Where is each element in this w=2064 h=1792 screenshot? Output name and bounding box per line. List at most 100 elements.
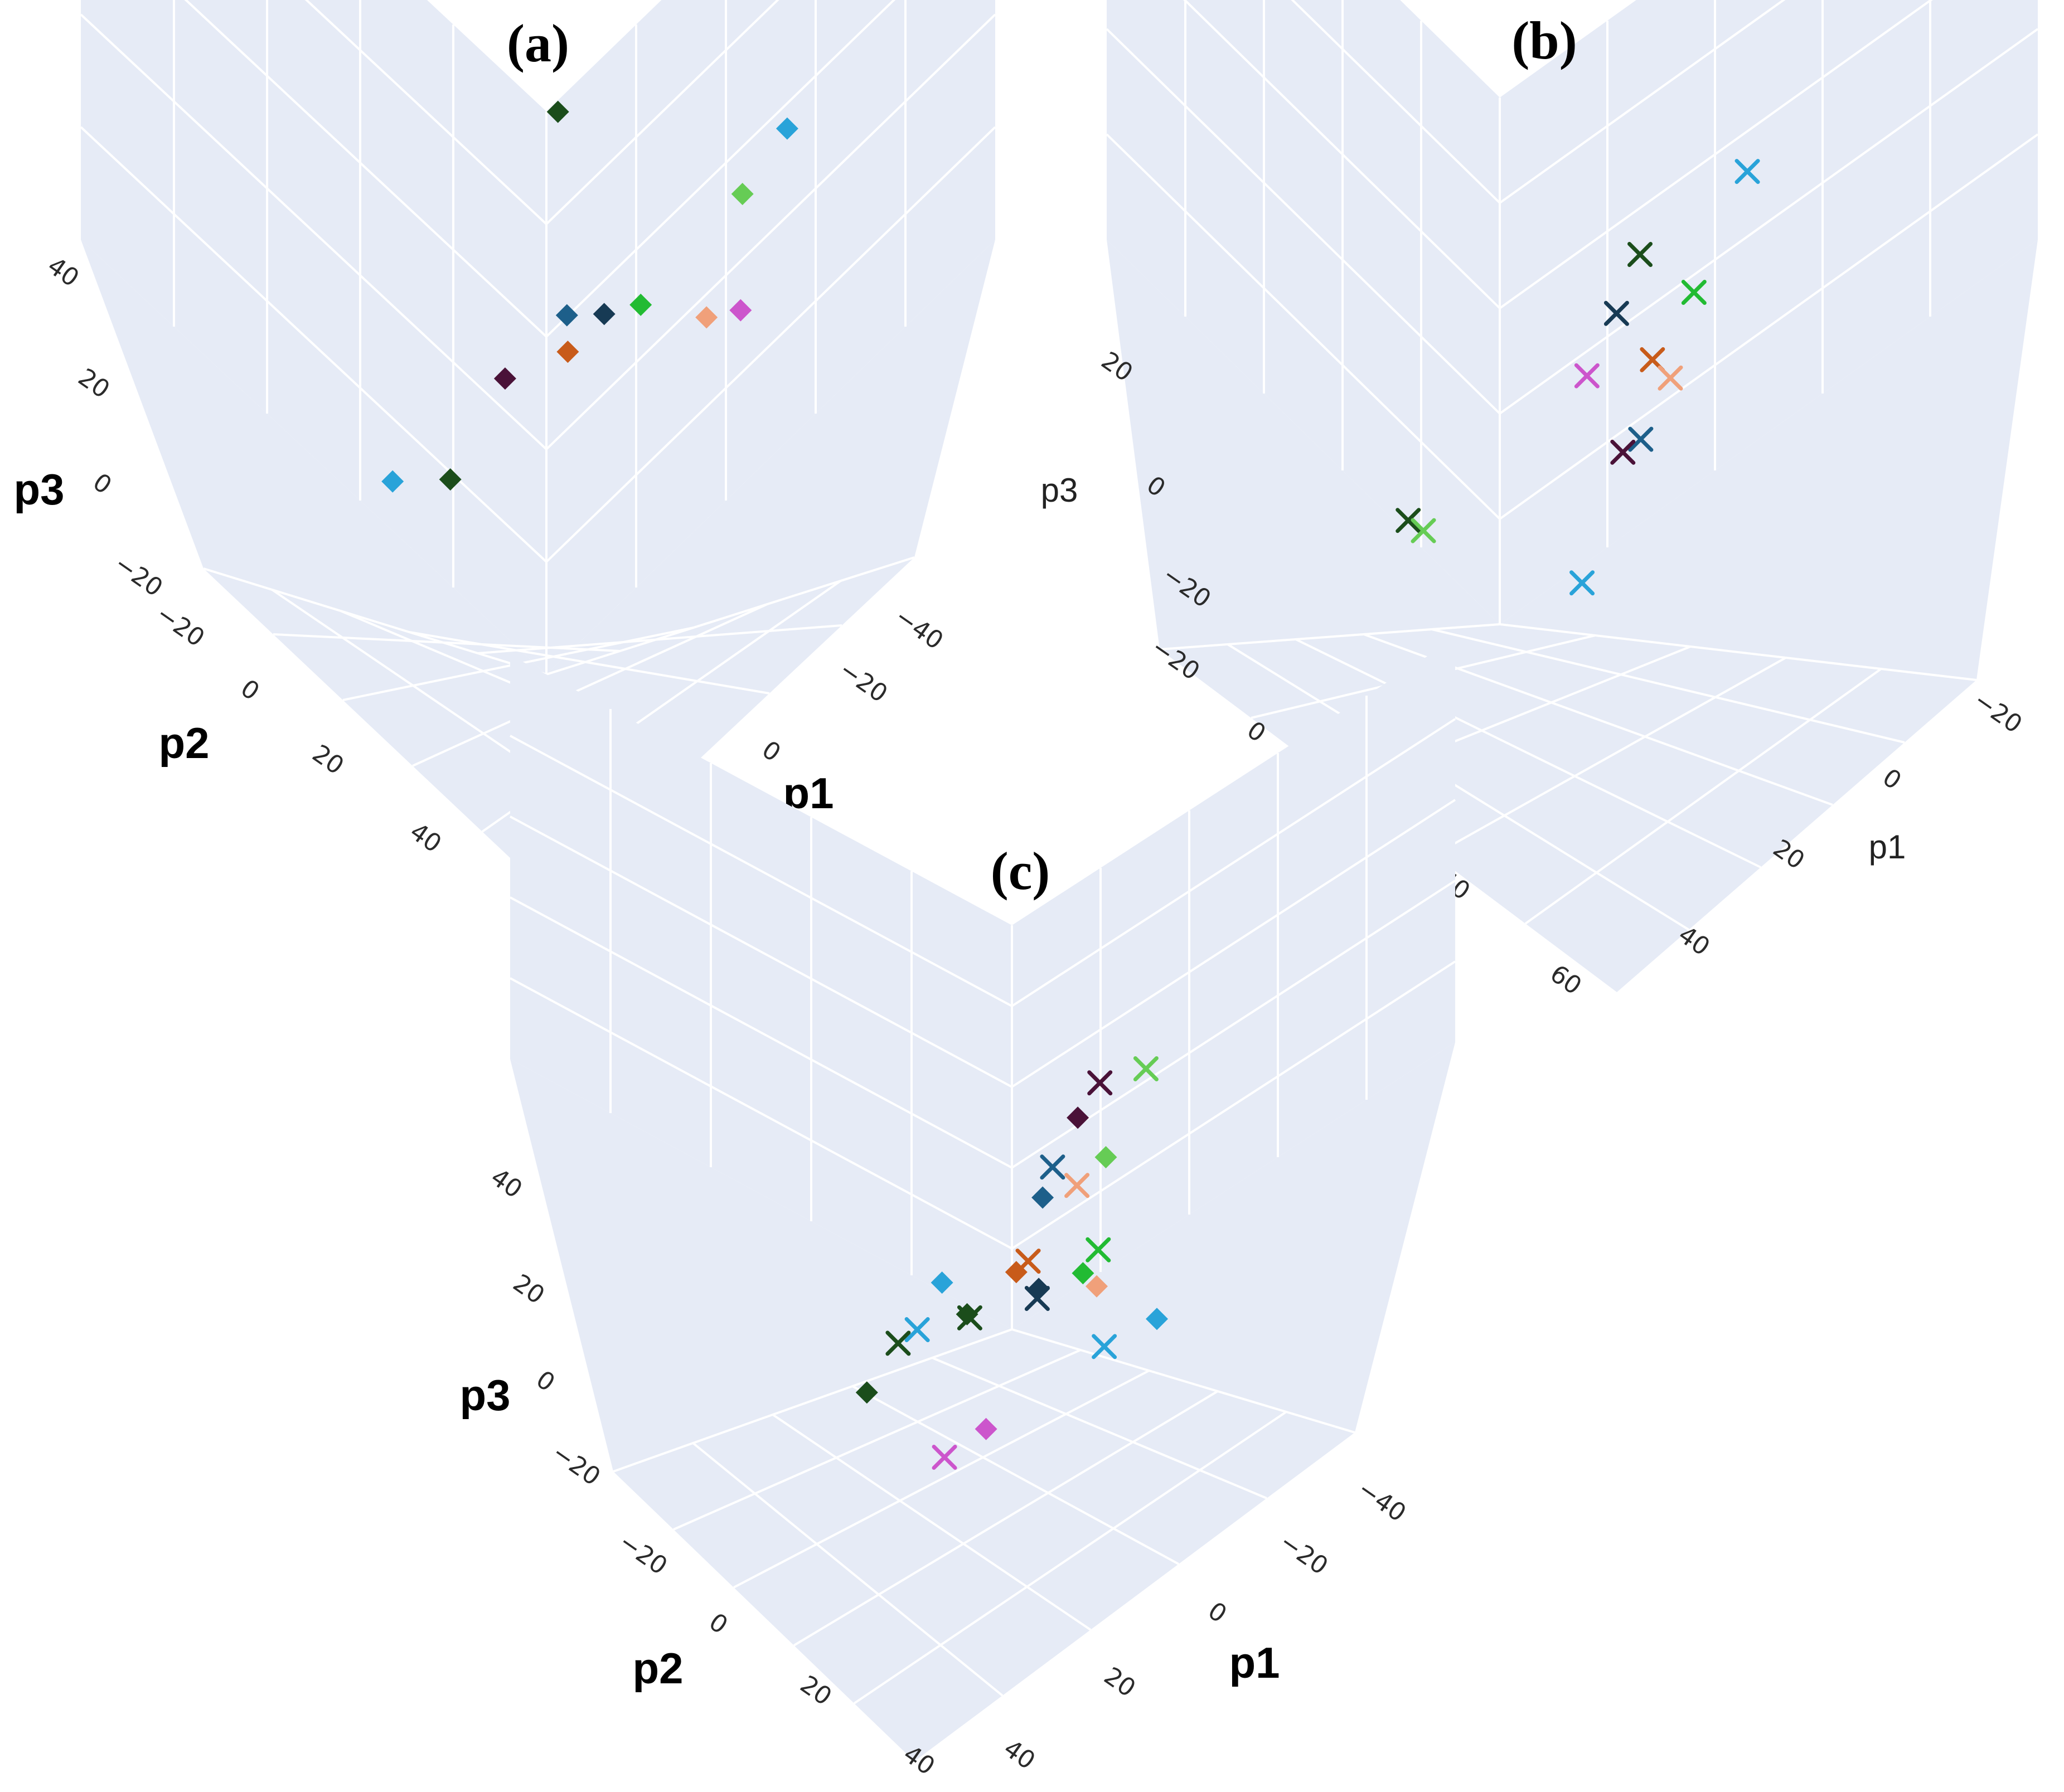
back-wall-right bbox=[1500, 0, 2038, 624]
z-tick-label: 0 bbox=[531, 1365, 560, 1397]
data-point-diamond bbox=[1005, 1261, 1028, 1284]
data-point-diamond bbox=[1094, 1146, 1117, 1169]
data-point-x bbox=[1040, 1154, 1065, 1180]
data-point-diamond bbox=[555, 304, 578, 327]
grid-line bbox=[852, 1385, 1179, 1565]
grid-line bbox=[510, 977, 1012, 1250]
back-wall-left bbox=[81, 0, 546, 674]
y-tick-label: 0 bbox=[235, 674, 264, 706]
x-tick-label: −20 bbox=[1969, 686, 2027, 739]
z-tick-label: −20 bbox=[109, 550, 168, 603]
data-point-x bbox=[1064, 1173, 1090, 1198]
grid-line bbox=[692, 1442, 1004, 1697]
z-tick-label: 20 bbox=[508, 1269, 550, 1310]
data-point-diamond bbox=[975, 1417, 997, 1440]
data-point-x bbox=[885, 1330, 911, 1356]
grid-line bbox=[1499, 133, 2039, 520]
data-point-diamond bbox=[855, 1381, 878, 1404]
grid-line bbox=[510, 815, 1012, 1088]
data-point-diamond bbox=[381, 470, 404, 493]
corner-edge bbox=[203, 567, 547, 676]
floor-plane bbox=[613, 1329, 1355, 1761]
data-point-x bbox=[1133, 1056, 1159, 1081]
data-point-diamond bbox=[629, 293, 652, 316]
data-point-diamond bbox=[931, 1271, 953, 1294]
wall-left-fill bbox=[81, 240, 546, 674]
back-wall-right bbox=[546, 0, 995, 674]
wall-left-fill bbox=[1107, 240, 1500, 649]
data-point-diamond bbox=[1072, 1262, 1094, 1285]
grid-line bbox=[184, 0, 548, 338]
x-tick-label: 0 bbox=[1877, 763, 1906, 795]
y-axis-title: p2 bbox=[158, 718, 209, 768]
corner-edge bbox=[1011, 1328, 1355, 1434]
data-point-x bbox=[1627, 242, 1653, 268]
data-point-diamond bbox=[593, 303, 616, 326]
data-point-x bbox=[1087, 1070, 1113, 1096]
grid-line bbox=[1291, 0, 1501, 204]
grid-line bbox=[673, 1349, 1081, 1531]
panel-title: (a) bbox=[507, 13, 569, 73]
data-point-diamond bbox=[731, 183, 754, 205]
grid-line bbox=[733, 1370, 1150, 1589]
corner-edge bbox=[1159, 623, 1500, 650]
grid-line bbox=[412, 603, 768, 767]
data-point-diamond bbox=[493, 367, 516, 390]
data-point-x bbox=[957, 1305, 982, 1330]
panel-title: (c) bbox=[991, 841, 1050, 901]
x-tick-label: 40 bbox=[999, 1734, 1040, 1775]
grid-line bbox=[545, 0, 779, 225]
back-wall-left bbox=[1107, 0, 1500, 624]
grid-line bbox=[1499, 28, 2039, 415]
z-axis-title: p3 bbox=[13, 465, 64, 514]
corner-edge bbox=[1499, 623, 1977, 681]
grid-line bbox=[1011, 718, 1456, 1007]
wall-left-fill bbox=[510, 1059, 1012, 1472]
data-point-x bbox=[1086, 1237, 1111, 1262]
grid-line bbox=[1431, 628, 1905, 744]
grid-line bbox=[545, 13, 996, 450]
wall-right-fill bbox=[1500, 240, 2038, 680]
grid-line bbox=[1011, 960, 1456, 1250]
data-point-x bbox=[1628, 426, 1654, 452]
z-tick-label: −20 bbox=[547, 1439, 605, 1492]
z-tick-label: 40 bbox=[42, 251, 84, 293]
y-tick-label: −20 bbox=[614, 1528, 672, 1581]
y-tick-label: 60 bbox=[1545, 959, 1587, 1001]
data-point-x bbox=[932, 1444, 957, 1470]
y-tick-label: 20 bbox=[307, 739, 349, 780]
data-point-x bbox=[1024, 1285, 1050, 1311]
grid-line bbox=[545, 126, 996, 563]
x-axis-title: p1 bbox=[1869, 828, 1906, 866]
data-point-diamond bbox=[695, 306, 718, 329]
panel-title: (b) bbox=[1511, 11, 1577, 70]
data-point-diamond bbox=[1067, 1106, 1089, 1129]
grid-line bbox=[1011, 799, 1456, 1088]
z-axis-title: p3 bbox=[459, 1371, 510, 1420]
grid-line bbox=[1106, 133, 1501, 520]
y-tick-label: 40 bbox=[405, 817, 447, 858]
back-wall-left bbox=[510, 655, 1012, 1329]
grid-line bbox=[793, 1390, 1219, 1647]
data-point-diamond bbox=[1146, 1308, 1168, 1330]
grid-line bbox=[80, 13, 548, 450]
x-tick-label: −20 bbox=[834, 655, 893, 708]
grid-line bbox=[1106, 28, 1501, 415]
x-axis-title: p1 bbox=[1229, 1638, 1280, 1687]
data-point-x bbox=[1610, 439, 1636, 465]
grid-line bbox=[409, 631, 770, 695]
data-point-x bbox=[1396, 508, 1421, 533]
z-tick-label: 20 bbox=[73, 363, 115, 404]
data-point-diamond bbox=[729, 299, 752, 322]
data-point-x bbox=[1658, 365, 1683, 391]
data-point-diamond bbox=[1086, 1275, 1108, 1298]
wall-right-fill bbox=[546, 240, 995, 674]
grid-line bbox=[510, 735, 1012, 1007]
data-point-x bbox=[1574, 363, 1600, 388]
x-tick-label: 0 bbox=[757, 735, 786, 768]
grid-line bbox=[1499, 0, 1933, 309]
grid-line bbox=[80, 126, 548, 563]
grid-line bbox=[1499, 0, 1786, 204]
